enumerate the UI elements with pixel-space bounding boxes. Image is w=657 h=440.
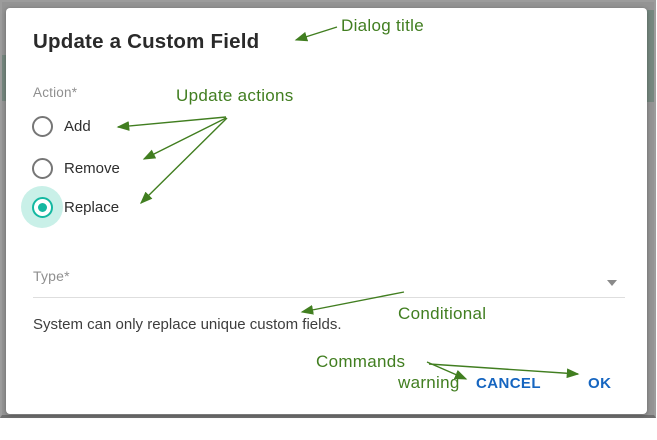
radio-label-replace[interactable]: Replace [64, 198, 120, 216]
conditional-warning-text: System can only replace unique custom fi… [33, 316, 342, 333]
annotated-screenshot: Update a Custom Field Action* Add Remove… [0, 0, 656, 418]
annotation-dialog-title: Dialog title [341, 16, 424, 35]
radio-label-remove[interactable]: Remove [64, 159, 120, 177]
annotation-conditional-line1: Conditional [398, 304, 487, 323]
cancel-button[interactable]: CANCEL [476, 375, 541, 392]
type-field-label: Type* [33, 268, 70, 284]
radio-halo [21, 105, 63, 147]
background-page-sliver-right [647, 10, 654, 102]
radio-option-replace[interactable]: Replace [21, 185, 119, 229]
annotation-conditional-line2: warning [398, 373, 460, 392]
ok-button[interactable]: OK [588, 375, 612, 392]
type-field-underline [33, 297, 625, 298]
radio-label-add[interactable]: Add [64, 117, 91, 135]
dialog-title: Update a Custom Field [33, 30, 260, 53]
radio-button-replace[interactable] [31, 196, 53, 218]
action-field-label: Action* [33, 85, 78, 100]
radio-dot [37, 202, 47, 212]
background-page-sliver-left [2, 55, 6, 101]
chevron-down-icon[interactable] [607, 280, 617, 286]
radio-option-add[interactable]: Add [21, 104, 91, 148]
radio-button-remove[interactable] [31, 157, 53, 179]
radio-option-remove[interactable]: Remove [21, 146, 120, 190]
annotation-commands: Commands [316, 352, 406, 371]
radio-halo [21, 147, 63, 189]
annotation-update-actions: Update actions [176, 86, 294, 105]
update-custom-field-dialog: Update a Custom Field Action* Add Remove… [6, 8, 647, 414]
radio-button-add[interactable] [31, 115, 53, 137]
annotation-conditional-warning: Conditional warning [398, 256, 486, 440]
radio-halo-selected [21, 186, 63, 228]
